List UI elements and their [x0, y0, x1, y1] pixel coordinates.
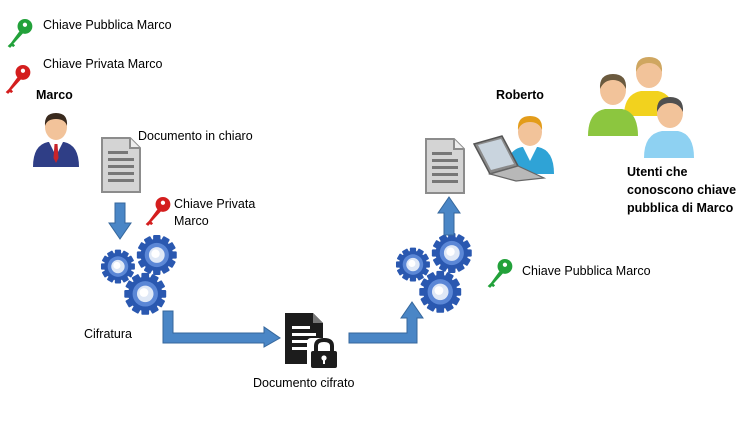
marco-label: Marco [36, 88, 73, 102]
users-label-line1: Utenti che [627, 165, 688, 179]
encrypted-document-label: Documento cifrato [253, 376, 355, 390]
arrow-to-encrypted-document [162, 310, 281, 348]
encrypted-document-icon [285, 313, 341, 369]
encryption-label: Cifratura [84, 327, 132, 341]
public-key-icon [6, 14, 34, 52]
encryption-key-label-line1: Chiave Privata [174, 197, 256, 211]
arrow-up-to-document [437, 196, 461, 236]
legend-private-key-label: Chiave Privata Marco [43, 57, 163, 71]
decryption-key-label: Chiave Pubblica Marco [522, 264, 651, 278]
users-label-line3: pubblica di Marco [627, 201, 734, 215]
roberto-label: Roberto [496, 88, 544, 102]
arrow-down-to-encryption [108, 202, 132, 240]
decrypted-document-icon [425, 138, 465, 194]
plain-document-icon [101, 137, 141, 193]
encryption-private-key-icon [144, 193, 172, 229]
arrow-to-decryption [348, 301, 424, 344]
private-key-icon [4, 60, 32, 98]
roberto-laptop-user-icon [472, 116, 554, 182]
legend-public-key-label: Chiave Pubblica Marco [43, 18, 172, 32]
users-label-line2: conoscono chiave [627, 183, 737, 197]
marco-avatar-icon [33, 113, 79, 167]
plain-document-label: Documento in chiaro [138, 129, 253, 143]
decryption-gears-icon [393, 232, 477, 316]
users-group-icon [588, 57, 694, 158]
decryption-public-key-icon [486, 255, 514, 291]
encryption-gears-icon [98, 234, 182, 318]
encryption-key-label-line2: Marco [174, 214, 209, 228]
